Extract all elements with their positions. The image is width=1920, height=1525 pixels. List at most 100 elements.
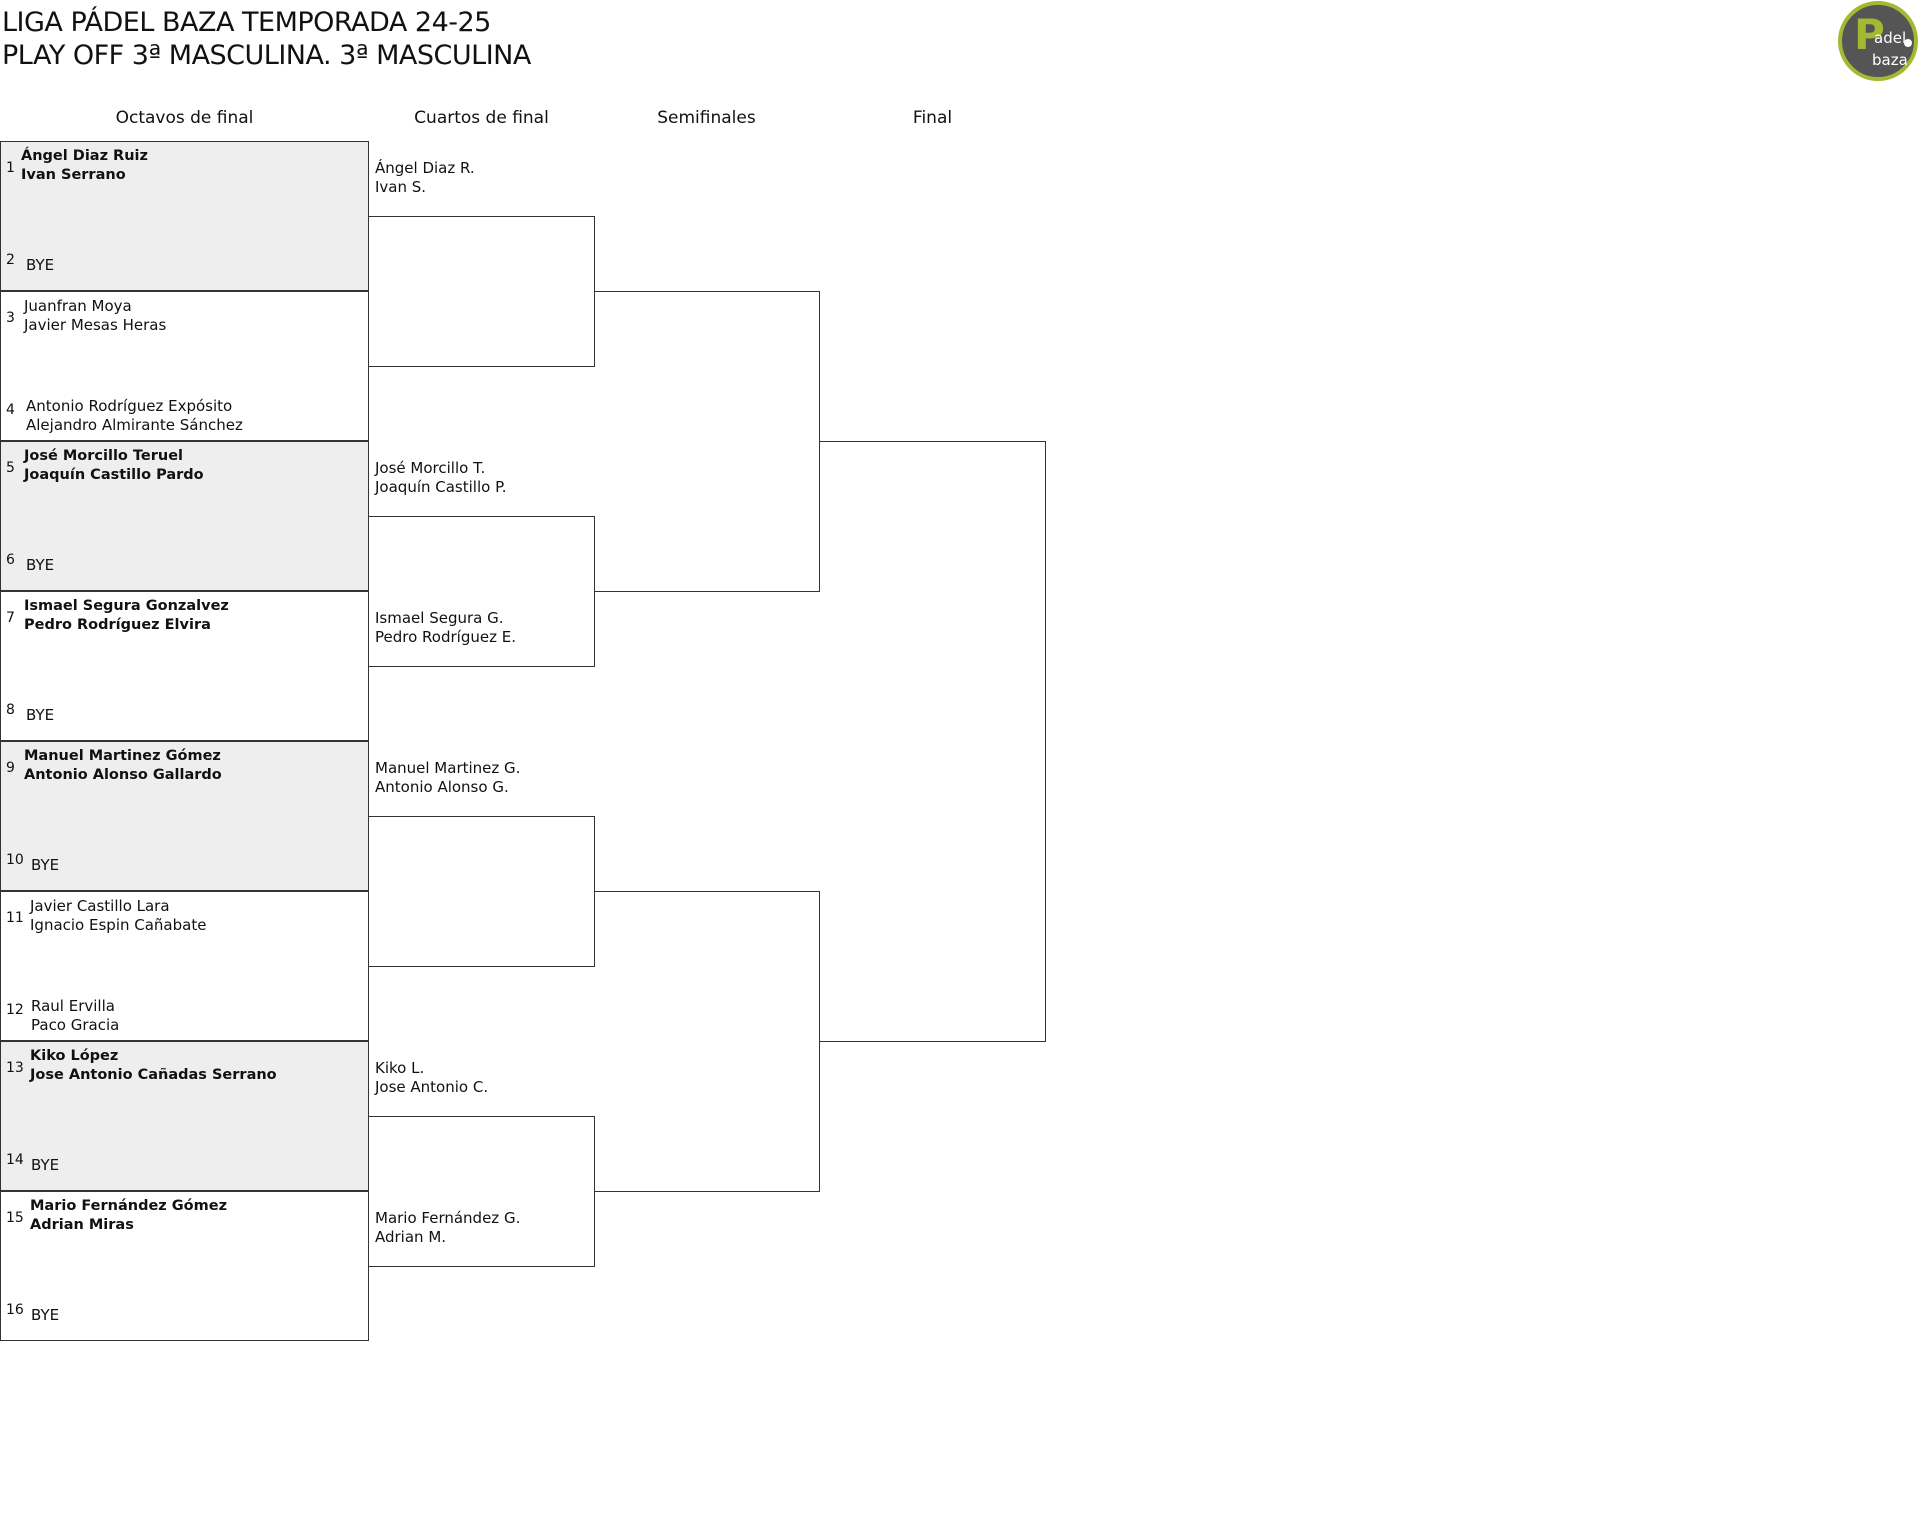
player-name: BYE bbox=[26, 556, 55, 574]
player-name: Ismael Segura G. bbox=[375, 609, 504, 627]
round-header-qf: Cuartos de final bbox=[414, 108, 549, 128]
connector-qf-bottom bbox=[369, 966, 594, 967]
seed-number: 10 bbox=[6, 852, 24, 868]
qf-team: José Morcillo T.Joaquín Castillo P. bbox=[375, 459, 507, 497]
player-name: Ángel Diaz Ruiz bbox=[21, 148, 148, 164]
player-name: Joaquín Castillo P. bbox=[375, 478, 507, 496]
player-name: Mario Fernández G. bbox=[375, 1209, 521, 1227]
player-name: Manuel Martinez G. bbox=[375, 759, 521, 777]
player-name: Alejandro Almirante Sánchez bbox=[26, 416, 243, 434]
bye-label: BYE bbox=[31, 1156, 59, 1175]
player-name: Kiko L. bbox=[375, 1059, 425, 1077]
seed-number: 1 bbox=[6, 160, 15, 176]
player-name: Ignacio Espin Cañabate bbox=[30, 916, 207, 934]
seed-number: 8 bbox=[6, 702, 15, 718]
svg-text:baza: baza bbox=[1872, 51, 1908, 69]
player-name: Adrian M. bbox=[375, 1228, 447, 1246]
player-name: Pedro Rodríguez E. bbox=[375, 628, 516, 646]
padel-baza-logo: P adel baza bbox=[1838, 1, 1918, 81]
connector-final-bottom bbox=[819, 1041, 1045, 1042]
player-name: Antonio Alonso G. bbox=[375, 778, 509, 796]
player-name: Paco Gracia bbox=[31, 1016, 120, 1034]
player-name: José Morcillo Teruel bbox=[24, 448, 184, 464]
bye-label: BYE bbox=[31, 856, 59, 875]
seed-number: 14 bbox=[6, 1152, 24, 1168]
player-name: BYE bbox=[26, 256, 55, 274]
player-name: BYE bbox=[26, 706, 55, 724]
player-name: Antonio Rodríguez Expósito bbox=[26, 397, 233, 415]
seed-number: 11 bbox=[6, 910, 24, 926]
qf-team: Kiko L.Jose Antonio C. bbox=[375, 1059, 488, 1097]
seed-number: 5 bbox=[6, 460, 15, 476]
connector-final-top bbox=[819, 441, 1045, 442]
seed-number: 7 bbox=[6, 610, 15, 626]
seed-number: 13 bbox=[6, 1060, 24, 1076]
seed-number: 12 bbox=[6, 1002, 24, 1018]
seed-number: 2 bbox=[6, 252, 15, 268]
player-name: Joaquín Castillo Pardo bbox=[24, 467, 204, 483]
connector-qf-top bbox=[369, 216, 594, 217]
qf-team: Mario Fernández G.Adrian M. bbox=[375, 1209, 520, 1247]
title-line-1: LIGA PÁDEL BAZA TEMPORADA 24-25 bbox=[2, 7, 491, 38]
svg-text:P: P bbox=[1854, 10, 1885, 59]
player-name: BYE bbox=[31, 856, 60, 874]
player-name: BYE bbox=[31, 1156, 60, 1174]
bye-label: BYE bbox=[31, 1306, 59, 1325]
connector-final-vertical bbox=[1045, 441, 1046, 1042]
player-name: Mario Fernández Gómez bbox=[30, 1198, 228, 1214]
player-name: Javier Mesas Heras bbox=[24, 316, 167, 334]
round-header-sf: Semifinales bbox=[657, 108, 756, 128]
seed-number: 6 bbox=[6, 552, 15, 568]
player-name: BYE bbox=[31, 1306, 60, 1324]
connector-sf-top bbox=[594, 891, 819, 892]
seed-number: 3 bbox=[6, 310, 15, 326]
player-name: Kiko López bbox=[30, 1048, 119, 1064]
player-name: José Morcillo T. bbox=[375, 459, 486, 477]
connector-sf-bottom bbox=[594, 591, 819, 592]
bye-label: BYE bbox=[26, 706, 54, 725]
page-title: LIGA PÁDEL BAZA TEMPORADA 24-25 PLAY OFF… bbox=[2, 6, 531, 72]
seed-number: 4 bbox=[6, 402, 15, 418]
player-name: Ivan Serrano bbox=[21, 167, 126, 183]
player-name: Antonio Alonso Gallardo bbox=[24, 767, 222, 783]
player-name: Ismael Segura Gonzalvez bbox=[24, 598, 229, 614]
qf-team: Manuel Martinez G.Antonio Alonso G. bbox=[375, 759, 520, 797]
title-line-2: PLAY OFF 3ª MASCULINA. 3ª MASCULINA bbox=[2, 40, 531, 71]
seed-number: 9 bbox=[6, 760, 15, 776]
player-name: Manuel Martinez Gómez bbox=[24, 748, 221, 764]
qf-team: Ángel Diaz R.Ivan S. bbox=[375, 159, 475, 197]
svg-text:adel: adel bbox=[1874, 29, 1906, 47]
player-name: Raul Ervilla bbox=[31, 997, 115, 1015]
connector-qf-bottom bbox=[369, 666, 594, 667]
player-name: Javier Castillo Lara bbox=[30, 897, 170, 915]
player-name: Jose Antonio Cañadas Serrano bbox=[30, 1067, 277, 1083]
round-header-r16: Octavos de final bbox=[115, 108, 254, 128]
connector-qf-bottom bbox=[369, 366, 594, 367]
connector-qf-top bbox=[369, 516, 594, 517]
seed-number: 16 bbox=[6, 1302, 24, 1318]
player-name: Ángel Diaz R. bbox=[375, 159, 475, 177]
bye-label: BYE bbox=[26, 256, 54, 275]
player-name: Pedro Rodríguez Elvira bbox=[24, 617, 211, 633]
player-name: Juanfran Moya bbox=[24, 297, 132, 315]
round-header-final: Final bbox=[912, 108, 953, 128]
connector-qf-top bbox=[369, 816, 594, 817]
connector-sf-top bbox=[594, 291, 819, 292]
connector-qf-bottom bbox=[369, 1266, 594, 1267]
